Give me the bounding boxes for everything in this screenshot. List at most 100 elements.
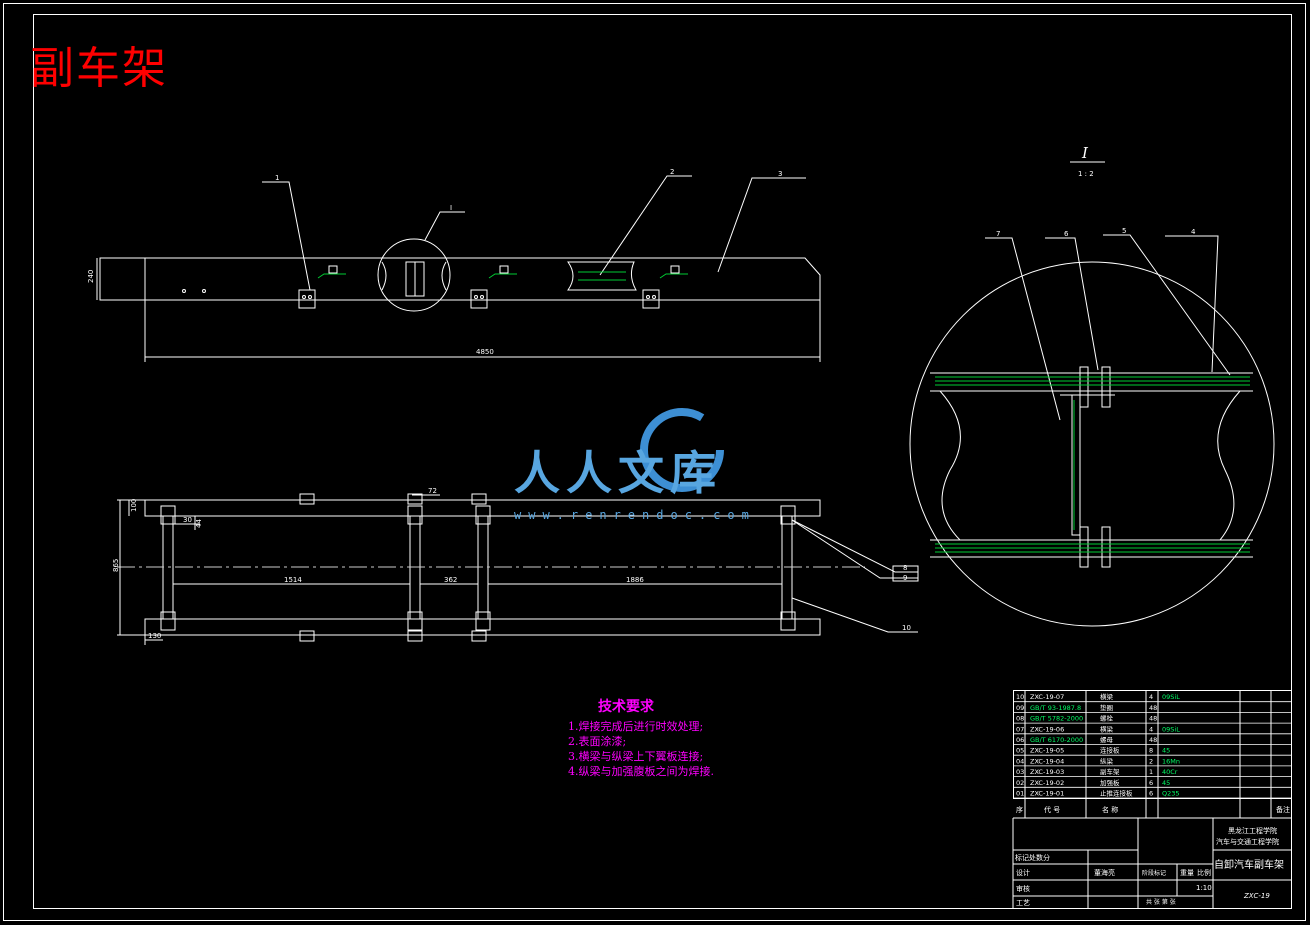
tech-item-3: 3.横梁与纵梁上下翼板连接; <box>568 750 704 763</box>
label-weight: 重量 <box>1180 869 1194 877</box>
bom-cell-name: 止推连接板 <box>1100 789 1133 798</box>
label-stage: 阶段标记 <box>1142 869 1166 877</box>
bom-cell-name: 加强板 <box>1100 778 1120 787</box>
dim-d3: 1886 <box>626 576 644 584</box>
balloon-1: 1 <box>275 174 279 182</box>
detail-label: I <box>1081 144 1089 162</box>
label-design: 设计 <box>1016 868 1030 877</box>
detail-view <box>909 161 1275 627</box>
bom-cell-name: 副车架 <box>1100 767 1120 776</box>
bom-cell-no: 10 <box>1016 693 1024 701</box>
dim-d6: 30 <box>183 516 192 524</box>
bom-cell-name: 横梁 <box>1100 692 1114 701</box>
drawing-title: 副车架 <box>30 43 168 94</box>
dim-d4: 130 <box>148 632 161 640</box>
balloon-5: 5 <box>1122 227 1126 235</box>
dim-d1: 1514 <box>284 576 302 584</box>
bom-cell-qty: 2 <box>1149 757 1153 765</box>
bom-cell-mat: 09SiL <box>1162 693 1180 701</box>
bom-cell-name: 螺母 <box>1100 735 1114 744</box>
tech-title: 技术要求 <box>598 699 654 715</box>
bom-cell-no: 01 <box>1016 790 1024 798</box>
school-name: 黑龙江工程学院 <box>1228 826 1277 835</box>
outer-border <box>3 3 1306 921</box>
bom-cell-qty: 6 <box>1149 790 1153 798</box>
balloon-2: 2 <box>670 168 674 176</box>
dim-d5: 100 <box>130 499 138 512</box>
bom-cell-qty: 6 <box>1149 779 1153 787</box>
bom-cell-no: 07 <box>1016 725 1024 733</box>
bom-cell-name: 垫圈 <box>1100 703 1113 712</box>
watermark-url: www.renrendoc.com <box>514 508 756 522</box>
bom-cell-no: 02 <box>1016 779 1024 787</box>
label-review: 审核 <box>1016 884 1030 893</box>
product-name: 自卸汽车副车架 <box>1214 858 1284 871</box>
bom-cell-name: 连接板 <box>1100 746 1120 755</box>
bom-cell-qty: 8 <box>1149 747 1153 755</box>
dim-d7: 44 <box>195 519 203 528</box>
bom-cell-no: 04 <box>1016 757 1024 765</box>
label-process: 工艺 <box>1016 899 1030 907</box>
bom-frame <box>1012 690 1292 908</box>
bom-cell-no: 05 <box>1016 747 1024 755</box>
bom-cell-no: 06 <box>1016 736 1024 744</box>
balloon-10: 10 <box>902 624 911 632</box>
watermark-text: 人人文库 <box>514 446 722 500</box>
balloon-3: 3 <box>778 170 782 178</box>
bom-cell-name: 横梁 <box>1100 724 1114 733</box>
bom-header-code: 代 号 <box>1044 805 1060 814</box>
detail-scale: 1 : 2 <box>1078 170 1094 178</box>
balloon-4: 4 <box>1191 228 1196 236</box>
bom-header-name: 名 称 <box>1102 805 1118 814</box>
bom-cell-no: 03 <box>1016 768 1024 776</box>
dim-d2: 362 <box>444 576 457 584</box>
balloon-6: 6 <box>1064 230 1069 238</box>
bom-cell-qty: 4 <box>1149 725 1153 733</box>
dim-d8: 72 <box>428 487 437 495</box>
tech-item-1: 1.焊接完成后进行时效处理; <box>568 720 704 733</box>
balloon-7: 7 <box>996 230 1000 238</box>
technical-requirements: 技术要求 1.焊接完成后进行时效处理; 2.表面涂漆; 3.横梁与纵梁上下翼板连… <box>568 700 714 779</box>
detail-ref: I <box>450 204 452 212</box>
balloon-8: 8 <box>903 564 907 572</box>
scale-value: 1:10 <box>1196 884 1212 892</box>
bom-cell-no: 08 <box>1016 715 1024 723</box>
tech-item-2: 2.表面涂漆; <box>568 735 627 748</box>
label-ratio: 比例 <box>1197 868 1211 877</box>
label-sheet: 共 张 第 张 <box>1146 898 1176 906</box>
side-view <box>96 175 821 362</box>
bom-cell-qty: 48 <box>1149 704 1157 712</box>
college-name: 汽车与交通工程学院 <box>1216 837 1279 846</box>
bom-cell-code: GB/T 93-1987.8 <box>1030 704 1081 712</box>
bom-cell-code: ZXC-19-01 <box>1030 790 1064 798</box>
bom-cell-qty: 48 <box>1149 715 1157 723</box>
bom-cell-code: ZXC-19-02 <box>1030 779 1064 787</box>
bom-cell-code: ZXC-19-07 <box>1030 693 1064 701</box>
bom-header-no: 序 <box>1016 805 1023 814</box>
drawing-number: ZXC-19 <box>1243 892 1270 900</box>
balloon-9: 9 <box>903 574 907 582</box>
bom-cell-mat: 45 <box>1162 747 1170 755</box>
dim-width: 865 <box>112 559 120 572</box>
bom-cell-no: 09 <box>1016 704 1024 712</box>
bom-cell-qty: 1 <box>1149 768 1153 776</box>
bom-cell-mat: Q235 <box>1162 790 1180 798</box>
bom-cell-mat: 40Cr <box>1162 768 1178 776</box>
tech-item-4: 4.纵梁与加强腹板之间为焊接. <box>568 765 714 778</box>
watermark-logo-icon <box>640 408 724 492</box>
bom-cell-name: 纵梁 <box>1100 756 1114 765</box>
bom-cell-code: GB/T 6170-2000 <box>1030 736 1083 744</box>
bom-cell-code: ZXC-19-04 <box>1030 757 1064 765</box>
designer-name: 董海亮 <box>1094 868 1115 877</box>
bom-cell-mat: 45 <box>1162 779 1170 787</box>
inner-border <box>33 14 1292 909</box>
bom-cell-mat: 16Mn <box>1162 757 1180 765</box>
bom-cell-qty: 48 <box>1149 736 1157 744</box>
bom-cell-code: GB/T 5782-2000 <box>1030 715 1083 723</box>
bom-cell-mat: 09SiL <box>1162 725 1180 733</box>
bom-cell-code: ZXC-19-05 <box>1030 747 1064 755</box>
bom-header-note: 备注 <box>1276 805 1290 814</box>
bom-cell-qty: 4 <box>1149 693 1153 701</box>
